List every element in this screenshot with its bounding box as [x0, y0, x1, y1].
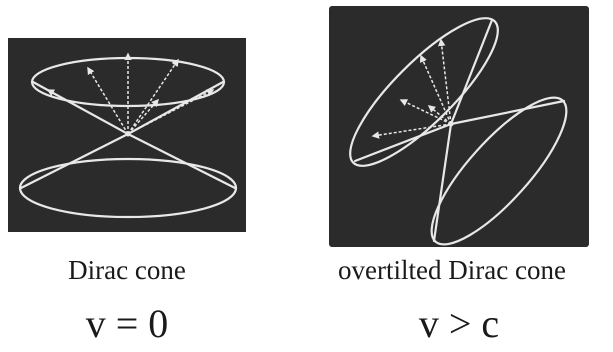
overtilted-dirac-cone-panel	[329, 6, 589, 247]
velocity-arrow	[127, 58, 179, 135]
dirac-cone-diagram	[18, 52, 238, 219]
overtilted-dirac-cone-diagram	[349, 17, 568, 246]
cone-flank-lower-left	[432, 122, 453, 243]
velocity-arrow	[399, 99, 452, 125]
velocity-arrow	[371, 123, 452, 139]
upper-cone-rim	[349, 17, 499, 167]
velocity-label-left: v = 0	[85, 301, 169, 346]
velocity-arrow	[419, 54, 452, 125]
cone-flank-right-lower	[126, 132, 237, 190]
overtilted-dirac-cone-caption: overtilted Dirac cone	[338, 255, 566, 285]
velocity-arrow	[87, 66, 129, 135]
dirac-point	[448, 121, 454, 127]
cone-flank-lower	[353, 122, 453, 163]
velocity-arrow	[127, 98, 159, 135]
velocity-arrow	[127, 89, 215, 135]
cone-flank-left-lower	[19, 132, 130, 190]
lower-cone-rim	[18, 157, 238, 219]
dirac-point	[125, 131, 131, 137]
velocity-arrow	[437, 38, 452, 125]
lower-cone-rim	[430, 96, 568, 246]
velocity-label-right: v > c	[418, 301, 500, 346]
cone-flank-lower-right	[449, 99, 566, 126]
velocity-arrow	[46, 89, 129, 135]
cone-flank-upper	[449, 18, 494, 126]
dirac-cone-panel	[8, 38, 246, 232]
dirac-cone-caption: Dirac cone	[68, 255, 186, 285]
